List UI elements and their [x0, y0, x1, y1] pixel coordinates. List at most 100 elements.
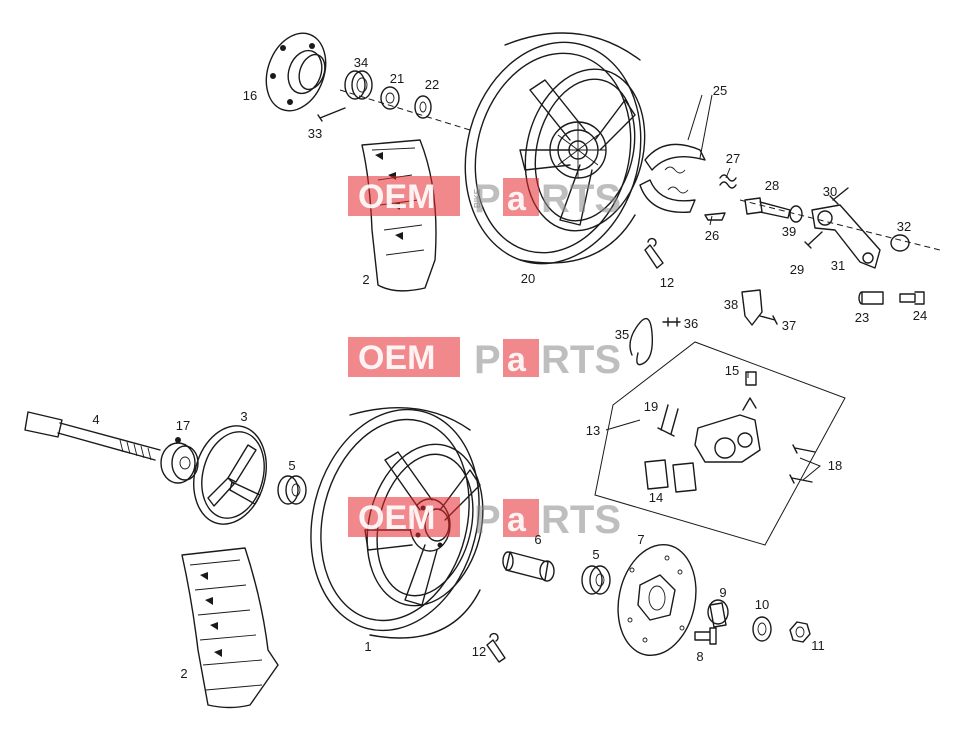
spacer-6	[502, 551, 555, 582]
svg-text:a: a	[507, 180, 527, 218]
watermark-top: OEM BIKE P a RTS	[348, 176, 621, 221]
callout-33: 33	[308, 126, 322, 141]
bearing-5-left	[277, 475, 307, 505]
watermark-middle: OEM P a RTS	[348, 337, 621, 382]
caliper-bolts-18	[789, 444, 816, 484]
callout-11: 11	[811, 638, 825, 653]
watermark-bottom: OEM P a RTS	[348, 497, 621, 542]
hub-flange	[265, 32, 327, 112]
washer-39	[789, 205, 803, 223]
pad-pins-19	[657, 404, 679, 437]
screw-30	[829, 187, 849, 205]
callout-9: 9	[719, 585, 726, 600]
callout-24: 24	[913, 308, 927, 323]
callout-2-lower: 2	[180, 666, 187, 681]
brake-cam	[744, 197, 791, 219]
callout-12-upper: 12	[660, 275, 674, 290]
callout-1: 1	[364, 639, 371, 654]
axis-line-rear-hub	[339, 89, 471, 131]
svg-text:a: a	[507, 341, 527, 379]
callout-21: 21	[390, 71, 404, 86]
sleeve-23	[858, 291, 884, 305]
callout-19: 19	[644, 399, 658, 414]
callout-13: 13	[586, 423, 600, 438]
callout-labels: 16 33 34 21 22 2 20 12 25 27 26 28 30 39…	[92, 55, 927, 681]
svg-text:a: a	[507, 501, 527, 539]
tyre-valve-front	[486, 632, 506, 663]
callout-36: 36	[684, 316, 698, 331]
callout-16: 16	[243, 88, 257, 103]
callout-26: 26	[705, 228, 719, 243]
svg-text:P: P	[474, 177, 501, 221]
callout-22: 22	[425, 77, 439, 92]
callout-4: 4	[92, 412, 99, 427]
bearing-34	[344, 70, 373, 100]
cotter-pin	[317, 107, 346, 122]
caliper-group-frame	[594, 341, 846, 546]
callout-18: 18	[828, 458, 842, 473]
callout-15: 15	[725, 363, 739, 378]
svg-text:OEM: OEM	[358, 499, 435, 537]
disc-bolt-8	[694, 627, 717, 645]
callout-12-lower: 12	[472, 644, 486, 659]
spring-35	[629, 317, 654, 366]
bolt-24	[899, 291, 925, 305]
svg-text:BIKE: BIKE	[473, 188, 482, 208]
brake-pads-14	[644, 459, 697, 493]
tyre-guard-lower	[181, 547, 279, 709]
callout-37: 37	[782, 318, 796, 333]
nut-21	[380, 86, 400, 110]
callout-7: 7	[637, 532, 644, 547]
callout-20: 20	[521, 271, 535, 286]
clip-26	[704, 212, 726, 221]
spring-27	[719, 174, 737, 189]
callout-5-right: 5	[592, 547, 599, 562]
brake-caliper	[694, 397, 761, 463]
callout-8: 8	[696, 649, 703, 664]
callout-35: 35	[615, 327, 629, 342]
callout-39: 39	[782, 224, 796, 239]
callout-28: 28	[765, 178, 779, 193]
speedo-drive-17	[160, 437, 199, 484]
callout-31: 31	[831, 258, 845, 273]
callout-23: 23	[855, 310, 869, 325]
bearing-5-right	[581, 565, 611, 595]
brake-shoes	[639, 143, 706, 213]
spacer-9	[707, 599, 729, 628]
svg-text:RTS: RTS	[541, 177, 621, 221]
callout-17: 17	[176, 418, 190, 433]
callout-27: 27	[726, 151, 740, 166]
tyre-valve-rear	[644, 237, 664, 269]
svg-text:P: P	[474, 498, 501, 542]
screw-37	[759, 315, 778, 325]
bleed-screw-15	[745, 371, 757, 386]
screw-36	[662, 317, 681, 327]
brake-lever	[811, 204, 881, 269]
callout-38: 38	[724, 297, 738, 312]
washer-32	[890, 234, 910, 252]
callout-25: 25	[713, 83, 727, 98]
nut-11	[789, 621, 811, 643]
callout-14: 14	[649, 490, 663, 505]
callout-30: 30	[823, 184, 837, 199]
washer-10	[752, 616, 772, 642]
axle-4	[24, 411, 161, 461]
wheel-cover-3	[193, 425, 267, 525]
svg-text:P: P	[474, 338, 501, 382]
callout-32: 32	[897, 219, 911, 234]
callout-2-upper: 2	[362, 272, 369, 287]
bracket-38	[741, 289, 763, 326]
callout-10: 10	[755, 597, 769, 612]
leader-lines	[605, 94, 821, 481]
svg-text:OEM: OEM	[358, 339, 435, 377]
axis-line-lever	[739, 199, 941, 251]
callout-34: 34	[354, 55, 368, 70]
svg-text:OEM: OEM	[358, 178, 435, 216]
washer-22	[414, 95, 432, 119]
callout-6: 6	[534, 532, 541, 547]
brake-disc-7	[617, 543, 697, 657]
rear-wheel-rim	[464, 32, 646, 265]
svg-text:RTS: RTS	[541, 498, 621, 542]
screw-29	[804, 231, 823, 249]
